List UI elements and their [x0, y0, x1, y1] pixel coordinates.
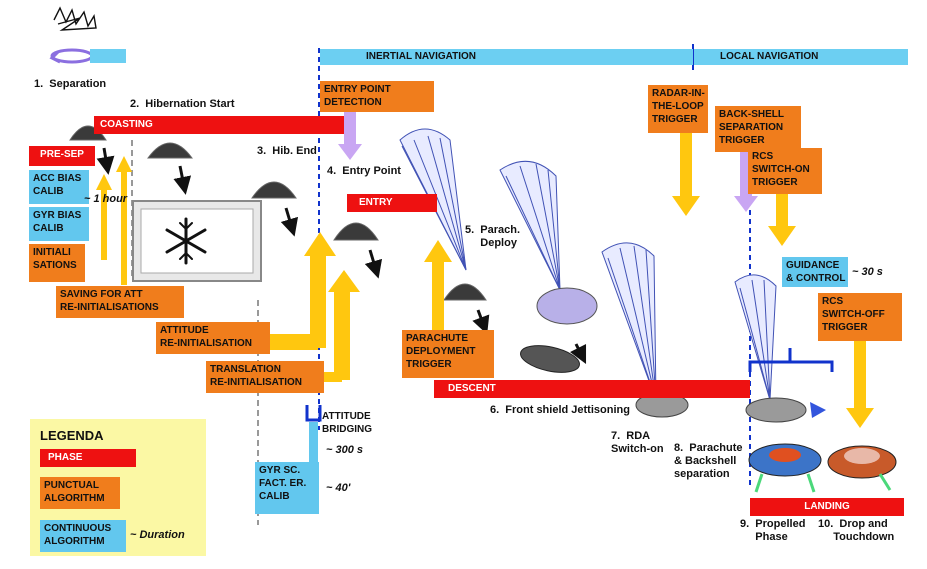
legend-punctual-algorithm: PUNCTUAL ALGORITHM	[40, 477, 120, 509]
acc-bias-calib: ACC BIAS CALIB	[29, 170, 89, 204]
local-navigation-label: LOCAL NAVIGATION	[720, 51, 819, 62]
step-hib-end: 3. Hib. End	[257, 145, 317, 157]
phase-coasting: COASTING	[94, 116, 344, 134]
pre-inertial-bar	[90, 49, 126, 63]
translation-reinitialisation: TRANSLATION RE-INITIALISATION	[206, 361, 324, 393]
inertial-navigation-label: INERTIAL NAVIGATION	[366, 51, 476, 62]
legend: LEGENDA PHASE PUNCTUAL ALGORITHM CONTINU…	[30, 419, 206, 556]
probe-separation	[745, 397, 807, 423]
guidance-and-control: GUIDANCE & CONTROL	[782, 257, 848, 287]
inertial-navigation-bar: INERTIAL NAVIGATION	[320, 49, 693, 65]
step-hibernation-start: 2. Hibernation Start	[130, 98, 235, 110]
trigger-arrows	[96, 132, 874, 428]
step-front-shield-jettisoning: 6. Front shield Jettisoning	[490, 404, 630, 416]
duration-forty: ~ 40'	[326, 482, 351, 494]
step-parach-deploy: 5. Parach. Deploy	[465, 224, 521, 249]
guidance-bracket	[748, 348, 834, 372]
descent-arrows	[96, 147, 587, 365]
legend-duration: ~ Duration	[130, 529, 185, 541]
phase-landing: LANDING	[750, 498, 904, 516]
bridging-bar	[309, 422, 318, 472]
phase-pre-sep: PRE-SEP	[29, 146, 95, 166]
rcs-switch-on-trigger: RCS SWITCH-ON TRIGGER	[748, 148, 822, 194]
duration-thirty-s: ~ 30 s	[852, 266, 883, 278]
separation-arrow-icon	[810, 402, 826, 418]
back-shell-separation-trigger: BACK-SHELL SEPARATION TRIGGER	[715, 106, 801, 152]
step-propelled-phase: 9. Propelled Phase	[740, 518, 806, 543]
front-shield-icon	[520, 345, 580, 373]
step-entry-point: 4. Entry Point	[327, 165, 401, 177]
saving-for-att-reinitialisations: SAVING FOR ATT RE-INITIALISATIONS	[56, 286, 184, 318]
attitude-bridging-label: ATTITUDE BRIDGING	[322, 411, 372, 435]
entry-point-detection: ENTRY POINT DETECTION	[320, 81, 434, 112]
rcs-switch-off-trigger: RCS SWITCH-OFF TRIGGER	[818, 293, 902, 341]
bridging-bracket	[305, 405, 322, 422]
step-drop-touchdown: 10. Drop and Touchdown	[818, 518, 895, 543]
gyr-sc-fact-er-calib: GYR SC. FACT. ER. CALIB	[255, 462, 319, 514]
probe-under-parachute	[536, 287, 598, 325]
step-rda-switch-on: 7. RDA Switch-on	[611, 430, 664, 455]
legend-continuous-algorithm: CONTINUOUS ALGORITHM	[40, 520, 126, 552]
initialisations: INITIALI SATIONS	[29, 244, 85, 282]
phase-entry: ENTRY	[347, 194, 437, 212]
parachute-deployment-trigger: PARACHUTE DEPLOYMENT TRIGGER	[402, 330, 494, 378]
gyr-bias-calib: GYR BIAS CALIB	[29, 207, 89, 241]
lander-icon	[748, 443, 897, 493]
duration-three-hundred-s: ~ 300 s	[326, 444, 364, 456]
local-navigation-bar: LOCAL NAVIGATION	[694, 49, 908, 65]
snowflake-icon	[165, 217, 207, 265]
radar-in-the-loop-trigger: RADAR-IN- THE-LOOP TRIGGER	[648, 85, 708, 133]
step-parachute-backshell-separation: 8. Parachute & Backshell separation	[674, 442, 743, 480]
legend-title: LEGENDA	[40, 428, 104, 443]
attitude-arrow-shaft	[270, 334, 318, 350]
step-separation: 1. Separation	[34, 78, 107, 90]
attitude-reinitialisation: ATTITUDE RE-INITIALISATION	[156, 322, 270, 354]
phase-descent: DESCENT	[434, 380, 750, 398]
duration-one-hour: ~ 1 hour	[84, 193, 128, 205]
legend-phase: PHASE	[40, 449, 136, 467]
